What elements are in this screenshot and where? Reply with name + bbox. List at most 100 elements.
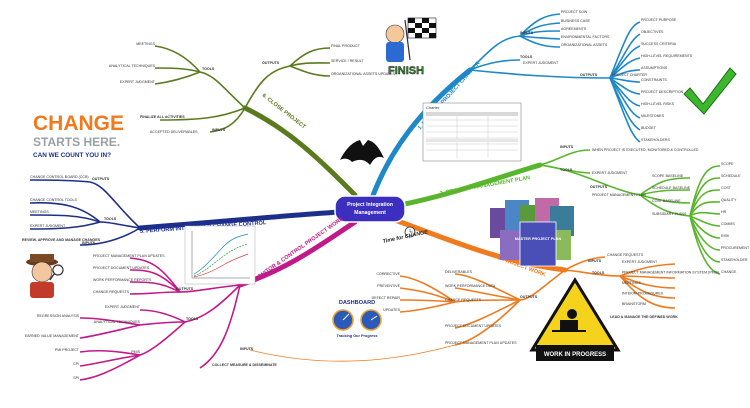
direct-change-item[interactable]: DEFECT REPAIR [372, 296, 401, 300]
plan-subsidiary-item[interactable]: CHANGE [721, 270, 737, 274]
charter-content-item[interactable]: HIGH-LEVEL REQUIREMENTS [641, 54, 693, 58]
charter-content-item[interactable]: PROJECT PURPOSE [641, 18, 677, 22]
monitor-pmis-item[interactable]: CPI [73, 362, 79, 366]
close-output-item[interactable]: FINAL PRODUCT [331, 44, 361, 48]
close-tool-item[interactable]: ANALYTICAL TECHNIQUES [109, 64, 156, 68]
plan-subsidiary-item[interactable]: SCOPE [721, 162, 734, 166]
close-output-item[interactable]: SERVICE / RESULT [331, 59, 364, 63]
branch-label-close[interactable]: 6. CLOSE PROJECT [261, 93, 307, 131]
charter-content-item[interactable]: CONSTRAINTS [641, 78, 667, 82]
direct-output-item[interactable]: CHANGE REQUESTS [445, 298, 482, 302]
direct-input-item[interactable]: CHANGE REQUESTS [607, 253, 644, 257]
plan-tool-item[interactable]: EXPERT JUDGMENT [592, 171, 628, 175]
plan-baseline-item[interactable]: COST BASELINE [652, 199, 681, 203]
plan-subsidiary-item[interactable]: COST [721, 186, 732, 190]
direct-tool-item[interactable]: INTERIM PROCEDURES [622, 292, 664, 296]
plan-subsidiary-item[interactable]: RISK [721, 234, 730, 238]
monitor-output-item[interactable]: WORK PERFORMANCE REPORTS [93, 278, 152, 282]
monitor-output-item[interactable]: CHANGE REQUESTS [93, 290, 130, 294]
direct-tool-item[interactable]: BRAINSTORM [622, 302, 646, 306]
monitor-tool-item[interactable]: ANALYTICAL TECHNIQUES [94, 320, 141, 324]
change-tool-item[interactable]: MEETINGS [30, 210, 49, 214]
direct-change-item[interactable]: CORRECTIVE [376, 272, 400, 276]
close-input-item[interactable]: ACCEPTED DELIVERABLES [150, 130, 198, 134]
close-tool-item[interactable]: EXPERT JUDGMENT [120, 80, 156, 84]
charter-input-item[interactable]: ENVIRONMENTAL FACTORS [561, 35, 610, 39]
monitor-tool-item[interactable]: EXPERT JUDGMENT [105, 305, 141, 309]
direct-output-item[interactable]: DELIVERABLES [445, 270, 473, 274]
charter-tool-item[interactable]: EXPERT JUDGMENT [523, 61, 559, 65]
branch-label-monitor[interactable]: 4. MONITOR & CONTROL PROJECT WORK [248, 216, 345, 287]
close-note[interactable]: FINALIZE ALL ACTIVITIES [140, 115, 185, 119]
charter-content-item[interactable]: MILESTONES [641, 114, 665, 118]
charter-outputs[interactable]: OUTPUTS [580, 73, 598, 77]
change-output-item[interactable]: CHANGE CONTROL BOARD (CCB) [30, 175, 89, 179]
charter-content-item[interactable]: BUDGET [641, 126, 657, 130]
plan-inputs[interactable]: INPUTS [560, 145, 574, 149]
change-tool-item[interactable]: CHANGE CONTROL TOOLS [30, 198, 77, 202]
direct-tool-item[interactable]: EXPERT JUDGMENT [622, 260, 658, 264]
charter-content-item[interactable]: OBJECTIVES [641, 30, 664, 34]
close-output-item[interactable]: ORGANIZATIONAL ASSETS UPDATES [331, 72, 396, 76]
direct-outputs[interactable]: OUTPUTS [520, 295, 538, 299]
change-tool-item[interactable]: EXPERT JUDGMENT [30, 224, 66, 228]
plan-subsidiary-item[interactable]: PROCUREMENT [721, 246, 750, 250]
direct-change-item[interactable]: UPDATES [383, 308, 400, 312]
direct-tool-item[interactable]: PROJECT MANAGEMENT INFORMATION SYSTEM (P… [622, 271, 719, 275]
close-tools[interactable]: TOOLS [202, 67, 215, 71]
direct-tools[interactable]: TOOLS [592, 271, 605, 275]
plan-tools[interactable]: TOOLS [560, 168, 573, 172]
charter-content-item[interactable]: ASSUMPTIONS [641, 66, 668, 70]
charter-inputs[interactable]: INPUTS [520, 31, 534, 35]
change-outputs[interactable]: OUTPUTS [92, 177, 110, 181]
monitor-outputs[interactable]: OUTPUTS [176, 287, 194, 291]
charter-tools[interactable]: TOOLS [520, 55, 533, 59]
close-inputs[interactable]: INPUTS [212, 128, 226, 132]
monitor-tools[interactable]: TOOLS [186, 317, 199, 321]
plan-subsidiary-item[interactable]: COMMS [721, 222, 735, 226]
direct-output-item[interactable]: PROJECT DOCUMENT UPDATES [445, 324, 502, 328]
direct-output-item[interactable]: WORK PERFORMANCE DATA [445, 284, 496, 288]
close-tool-item[interactable]: MEETINGS [136, 42, 155, 46]
plan-baseline-item[interactable]: SUBSIDIARY PLANS [652, 212, 687, 216]
plan-baseline-item[interactable]: SCOPE BASELINE [652, 174, 684, 178]
direct-inputs[interactable]: INPUTS [588, 259, 602, 263]
charter-input-item[interactable]: ORGANIZATIONAL ASSETS [561, 43, 608, 47]
slogan-line1: CHANGE [33, 112, 124, 135]
plan-baseline-item[interactable]: SCHEDULE BASELINE [652, 186, 691, 190]
direct-note[interactable]: LEAD & MANAGE THE DEFINED WORK [610, 315, 678, 319]
plan-subsidiary-item[interactable]: SCHEDULE [721, 174, 741, 178]
direct-change-item[interactable]: PREVENTIVE [377, 284, 400, 288]
monitor-inputs[interactable]: INPUTS [240, 347, 254, 351]
charter-content-item[interactable]: SUCCESS CRITERIA [641, 42, 677, 46]
change-note[interactable]: REVIEW, APPROVE AND MANAGE CHANGES [22, 238, 101, 242]
monitor-output-item[interactable]: PROJECT MANAGEMENT PLAN UPDATES [93, 254, 165, 258]
change-tools[interactable]: TOOLS [104, 217, 117, 221]
monitor-analytical-item[interactable]: REGRESSION ANALYSIS [37, 314, 80, 318]
charter-input-item[interactable]: PROJECT SOW [561, 10, 588, 14]
plan-output-item[interactable]: PROJECT MANAGEMENT PLAN [592, 193, 646, 197]
plan-outputs[interactable]: OUTPUTS [590, 185, 608, 189]
monitor-pmis-item[interactable]: SPI [73, 376, 79, 380]
branch-label-plan[interactable]: 2. PROJECT MANAGEMENT PLAN [439, 175, 530, 197]
change-inputs[interactable]: INPUTS [82, 241, 96, 245]
direct-tool-item[interactable]: MEETINGS [622, 281, 641, 285]
monitor-note[interactable]: COLLECT MEASURE & DISSEMINATE [212, 363, 277, 367]
charter-output-item[interactable]: PROJECT CHARTER [612, 73, 647, 77]
charter-content-item[interactable]: PROJECT DESCRIPTION [641, 90, 684, 94]
monitor-output-item[interactable]: PROJECT DOCUMENT UPDATES [93, 266, 150, 270]
close-outputs[interactable]: OUTPUTS [262, 61, 280, 65]
center-node[interactable] [334, 195, 406, 223]
charter-input-item[interactable]: BUSINESS CASE [561, 19, 591, 23]
monitor-analytical-item[interactable]: EARNED VALUE MANAGEMENT [25, 334, 80, 338]
charter-content-item[interactable]: STAKEHOLDERS [641, 138, 670, 142]
charter-input-item[interactable]: AGREEMENTS [561, 27, 587, 31]
direct-output-item[interactable]: PROJECT MANAGEMENT PLAN UPDATES [445, 341, 517, 345]
monitor-tool-item[interactable]: PMIS [131, 350, 140, 354]
charter-content-item[interactable]: HIGH-LEVEL RISKS [641, 102, 675, 106]
monitor-pmis-item[interactable]: PMI PROJECT [55, 348, 80, 352]
plan-subsidiary-item[interactable]: QUALITY [721, 198, 737, 202]
plan-note[interactable]: WHEN PROJECT IS EXECUTED, MONITORED & CO… [592, 148, 699, 152]
plan-subsidiary-item[interactable]: HR [721, 210, 727, 214]
plan-subsidiary-item[interactable]: STAKEHOLDER [721, 258, 748, 262]
